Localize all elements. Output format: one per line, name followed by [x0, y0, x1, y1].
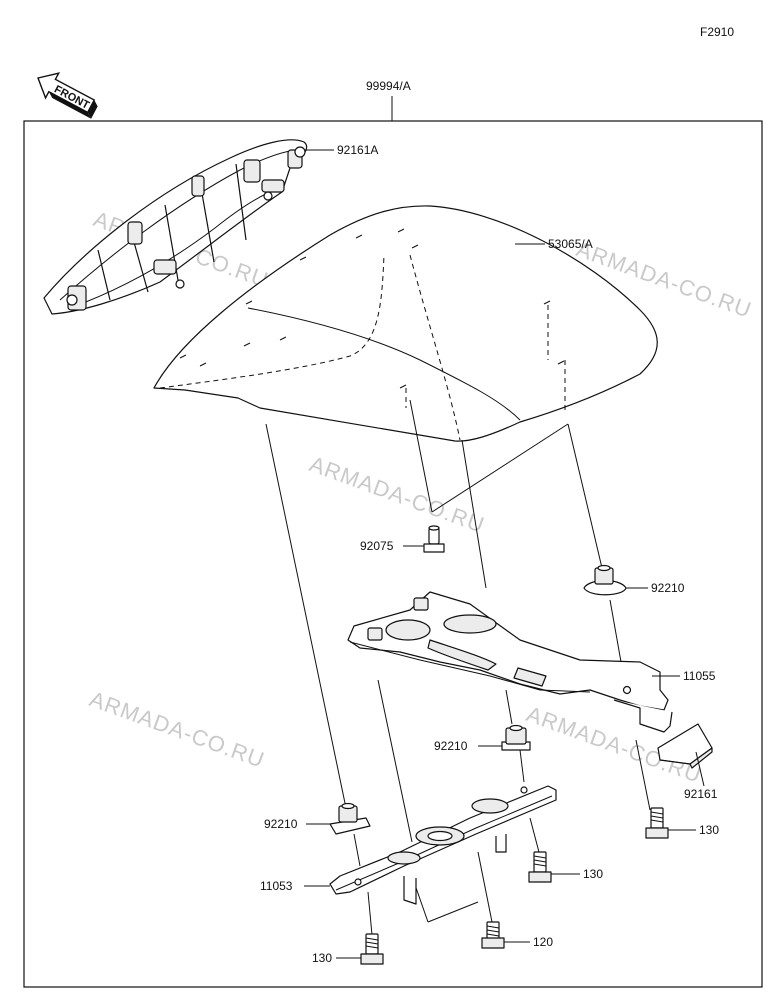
seat-cover-part — [153, 205, 658, 442]
label-seat-cover: 53065/A — [548, 237, 593, 251]
bracket-upper-part — [347, 591, 673, 733]
label-bolt-center: 120 — [533, 935, 553, 949]
label-collar: 92075 — [360, 539, 394, 553]
label-nut-lower-left: 92210 — [264, 817, 298, 831]
label-nut-upper-right: 92210 — [651, 581, 685, 595]
watermark-3: ARMADA-CO.RU — [306, 451, 488, 538]
label-bracket-upper: 11055 — [683, 669, 716, 683]
bracket-lower-part — [329, 785, 557, 905]
bolt-left-part — [360, 933, 384, 965]
assembly-frame — [23, 120, 763, 988]
watermark-4: ARMADA-CO.RU — [86, 686, 268, 773]
label-assembly: 99994/A — [366, 79, 411, 93]
collar-part — [423, 525, 445, 553]
nut-middle-part — [501, 724, 531, 751]
label-bracket-lower: 11053 — [260, 879, 293, 893]
bolt-right-part — [645, 807, 669, 839]
bolt-center-part — [481, 921, 505, 949]
label-seat-cover-frame: 92161A — [337, 143, 378, 157]
guide-lines — [265, 399, 651, 936]
label-nut-middle: 92210 — [434, 739, 468, 753]
nut-upper-right-part — [583, 564, 627, 596]
seat-cover-frame-part — [43, 139, 308, 315]
front-arrow-icon: FRONT — [37, 72, 98, 119]
label-bolt-right: 130 — [699, 823, 719, 837]
bolt-middle-part — [528, 851, 552, 883]
figure-code: F2910 — [700, 25, 734, 39]
label-bolt-middle: 130 — [583, 867, 603, 881]
label-bolt-left: 130 — [312, 951, 332, 965]
label-cushion: 92161 — [684, 787, 718, 801]
cushion-part — [657, 723, 713, 769]
nut-lower-left-part — [329, 802, 371, 835]
